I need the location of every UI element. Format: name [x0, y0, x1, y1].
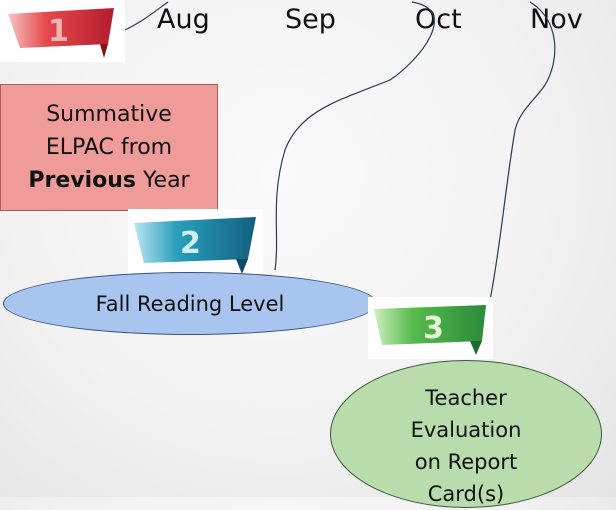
connector-aug-to-badge-1 — [117, 1, 169, 34]
step-number-1: 1 — [48, 13, 69, 49]
summative-line-1: Summative — [46, 102, 172, 127]
step-badge-3: 3 — [368, 297, 493, 359]
month-label-sep: Sep — [285, 4, 336, 35]
month-label-aug: Aug — [157, 4, 210, 35]
connector-nov-to-teacher-eval — [489, 1, 556, 301]
summative-previous-bold: Previous — [28, 168, 137, 193]
teacher-evaluation-label: Teacher Evaluation on Report Card(s) — [410, 386, 522, 506]
step-number-2: 2 — [180, 225, 201, 261]
summative-year: Year — [136, 168, 190, 193]
fall-reading-level-label: Fall Reading Level — [95, 291, 285, 316]
summative-elpac-box: Summative ELPAC from Previous Year — [0, 84, 218, 211]
step-badge-2: 2 — [128, 209, 263, 277]
step-badge-1: 1 — [0, 0, 125, 62]
summative-line-2: ELPAC from — [45, 135, 173, 160]
connector-oct-to-fall-reading — [274, 1, 435, 271]
month-label-oct: Oct — [415, 4, 462, 35]
fall-reading-level-ellipse: Fall Reading Level — [3, 272, 377, 335]
summative-line-3: Previous Year — [28, 164, 189, 197]
teacher-evaluation-ellipse: Teacher Evaluation on Report Card(s) — [330, 360, 602, 508]
step-number-3: 3 — [423, 310, 444, 346]
